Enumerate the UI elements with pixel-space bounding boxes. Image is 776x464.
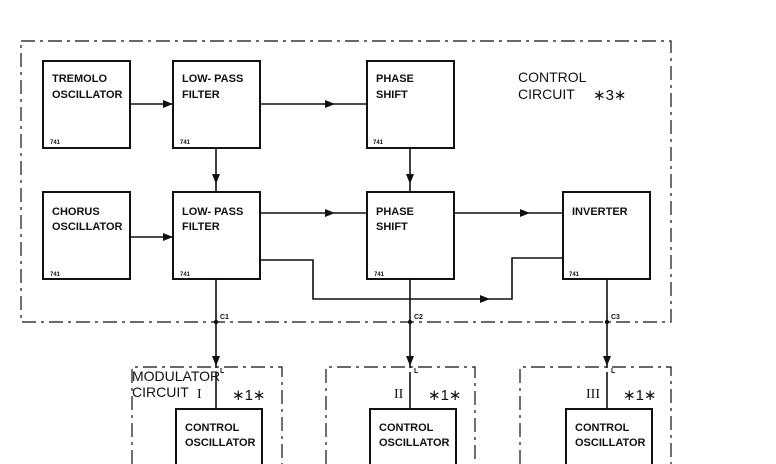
- svg-text:∗1∗: ∗1∗: [623, 387, 656, 404]
- block-low-pass-filter-top: LOW- PASS FILTER 741: [172, 60, 261, 149]
- svg-text:MODULATOR: MODULATOR: [132, 368, 220, 384]
- svg-text:OSCILLATOR: OSCILLATOR: [575, 437, 646, 449]
- svg-text:CONTROL: CONTROL: [185, 422, 240, 434]
- control-circuit-tag: ∗3∗: [593, 87, 626, 104]
- svg-text:PHASE: PHASE: [376, 206, 414, 218]
- svg-text:741: 741: [180, 272, 191, 278]
- svg-text:CONTROL: CONTROL: [379, 422, 434, 434]
- svg-text:I: I: [197, 387, 202, 402]
- svg-text:741: 741: [373, 140, 384, 146]
- svg-text:II: II: [394, 387, 404, 402]
- svg-text:CIRCUIT: CIRCUIT: [132, 384, 189, 400]
- svg-text:CHORUS: CHORUS: [52, 206, 100, 218]
- tap-c3: C3: [611, 314, 620, 321]
- svg-text:CONTROL: CONTROL: [575, 422, 630, 434]
- svg-text:∗1∗: ∗1∗: [428, 387, 461, 404]
- svg-text:LOW- PASS: LOW- PASS: [182, 73, 243, 85]
- svg-text:SHIFT: SHIFT: [376, 221, 408, 233]
- svg-text:OSCILLATOR: OSCILLATOR: [52, 89, 123, 101]
- svg-text:LOW- PASS: LOW- PASS: [182, 206, 243, 218]
- tap-c1: C1: [220, 314, 229, 321]
- svg-text:741: 741: [50, 272, 61, 278]
- modulator-circuit-3: III ∗1∗ CONTROL OSCILLATOR: [519, 366, 672, 464]
- svg-text:III: III: [586, 387, 600, 402]
- svg-text:FILTER: FILTER: [182, 89, 220, 101]
- control-circuit-boundary: [20, 40, 672, 323]
- svg-text:OSCILLATOR: OSCILLATOR: [52, 221, 123, 233]
- tap-l-3: L: [611, 368, 616, 375]
- tap-l-1: L: [220, 368, 225, 375]
- svg-text:TREMOLO: TREMOLO: [52, 73, 107, 85]
- tap-l-2: L: [414, 368, 419, 375]
- svg-text:∗1∗: ∗1∗: [232, 387, 265, 404]
- control-circuit-title-line1: CONTROL: [518, 69, 587, 85]
- signal-wires: [130, 100, 611, 409]
- tap-c2: C2: [414, 314, 423, 321]
- svg-text:741: 741: [180, 140, 191, 146]
- block-phase-shift-top: PHASE SHIFT 741: [366, 60, 455, 149]
- svg-text:SHIFT: SHIFT: [376, 89, 408, 101]
- block-inverter: INVERTER 741: [562, 191, 651, 280]
- svg-text:FILTER: FILTER: [182, 221, 220, 233]
- block-tremolo-oscillator: TREMOLO OSCILLATOR 741: [42, 60, 131, 149]
- block-phase-shift-bottom: PHASE SHIFT 741: [366, 191, 455, 280]
- svg-text:741: 741: [569, 272, 580, 278]
- modulator-circuit-1: MODULATOR CIRCUIT I ∗1∗ CONTROL OSCILLAT…: [131, 366, 283, 464]
- block-chorus-oscillator: CHORUS OSCILLATOR 741: [42, 191, 131, 280]
- svg-text:INVERTER: INVERTER: [572, 206, 628, 218]
- svg-text:OSCILLATOR: OSCILLATOR: [185, 437, 256, 449]
- svg-text:741: 741: [50, 140, 61, 146]
- control-circuit-title-line2: CIRCUIT: [518, 86, 575, 102]
- block-low-pass-filter-bottom: LOW- PASS FILTER 741: [172, 191, 261, 280]
- svg-text:741: 741: [374, 272, 385, 278]
- modulator-circuit-2: II ∗1∗ CONTROL OSCILLATOR: [325, 366, 476, 464]
- svg-text:OSCILLATOR: OSCILLATOR: [379, 437, 450, 449]
- svg-text:PHASE: PHASE: [376, 73, 414, 85]
